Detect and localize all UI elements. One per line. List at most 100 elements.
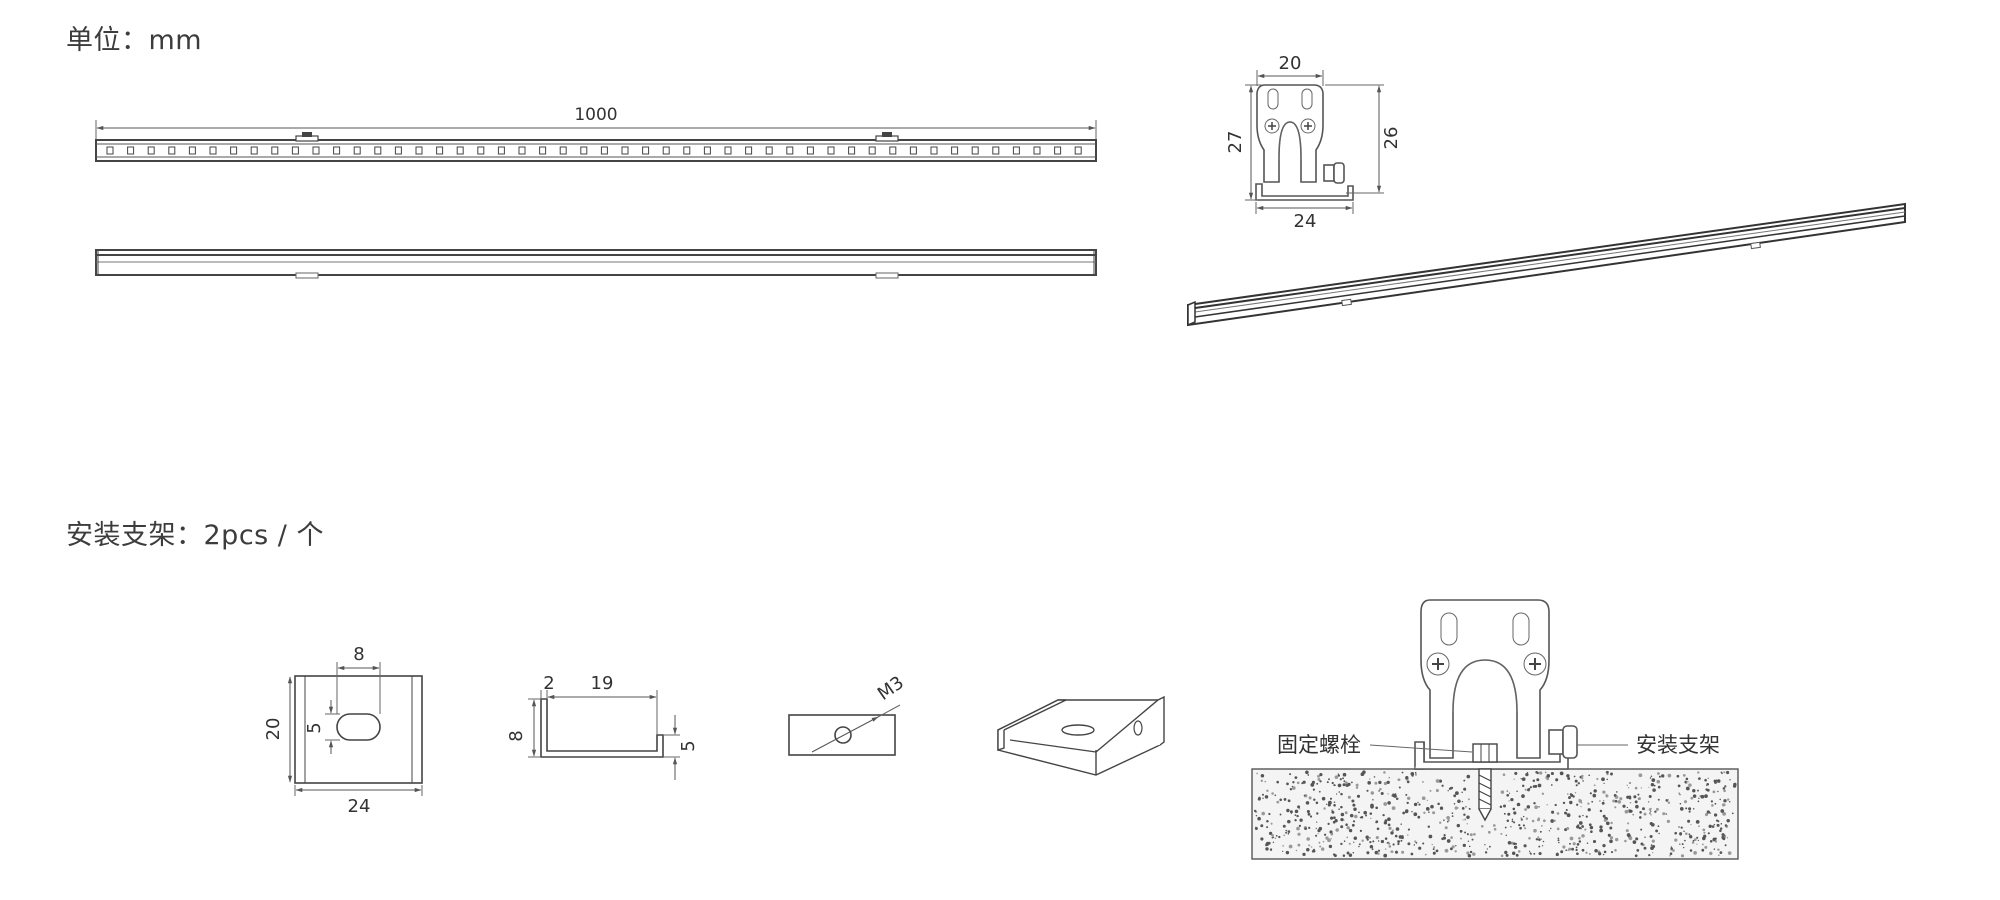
concrete-speck <box>1306 837 1310 841</box>
concrete-speck <box>1571 847 1574 851</box>
concrete-speck <box>1722 812 1726 816</box>
dim-top-width: 20 <box>1279 53 1302 74</box>
led-chip <box>106 146 114 155</box>
concrete-speck <box>1355 786 1359 789</box>
concrete-speck <box>1538 845 1541 848</box>
concrete-speck <box>1726 770 1730 775</box>
concrete-speck <box>1572 842 1576 846</box>
concrete-speck <box>1522 824 1525 827</box>
concrete-speck <box>1615 795 1618 798</box>
concrete-speck <box>1617 800 1621 804</box>
concrete-speck <box>1648 808 1652 811</box>
concrete-speck <box>1679 843 1681 845</box>
concrete-speck <box>1466 851 1470 855</box>
concrete-speck <box>1343 819 1345 821</box>
concrete-speck <box>1413 844 1416 846</box>
concrete-speck <box>1524 827 1527 830</box>
concrete-speck <box>1349 813 1354 818</box>
dim-left-height: 27 <box>1225 131 1246 154</box>
concrete-speck <box>1362 770 1366 775</box>
concrete-speck <box>1555 778 1559 782</box>
led-chip <box>683 146 691 155</box>
concrete-speck <box>1640 842 1644 846</box>
concrete-speck <box>1342 772 1347 777</box>
concrete-speck <box>1539 830 1542 833</box>
concrete-speck <box>1500 854 1504 858</box>
concrete-speck <box>1692 794 1697 798</box>
bar-body <box>95 139 1097 162</box>
concrete-speck <box>1605 821 1610 826</box>
concrete-speck <box>1679 807 1684 811</box>
concrete-speck <box>1719 798 1721 801</box>
concrete-speck <box>1587 808 1591 812</box>
concrete-speck <box>1580 801 1583 804</box>
concrete-speck <box>1714 802 1717 805</box>
concrete-speck <box>1603 782 1605 785</box>
concrete-speck <box>1697 771 1700 774</box>
concrete-speck <box>1333 801 1336 803</box>
concrete-speck <box>1384 837 1388 840</box>
concrete-speck <box>1266 826 1269 829</box>
led-chip <box>147 146 155 155</box>
concrete-speck <box>1578 826 1582 830</box>
concrete-speck <box>1707 832 1710 835</box>
concrete-speck <box>1692 789 1696 793</box>
concrete-speck <box>1369 778 1371 780</box>
concrete-speck <box>1634 786 1638 790</box>
concrete-speck <box>1709 851 1713 856</box>
concrete-speck <box>1302 852 1306 857</box>
concrete-speck <box>1643 846 1647 850</box>
concrete-speck <box>1296 781 1300 785</box>
concrete-speck <box>1609 839 1613 844</box>
concrete-speck <box>1638 797 1641 801</box>
concrete-speck <box>1375 806 1379 810</box>
concrete-speck <box>1358 811 1360 814</box>
led-chip <box>992 146 1000 155</box>
concrete-speck <box>1612 799 1616 803</box>
concrete-speck <box>1587 802 1590 805</box>
concrete-speck <box>1721 833 1725 837</box>
concrete-speck <box>1274 794 1277 797</box>
led-chip <box>168 146 176 155</box>
concrete-speck <box>1638 773 1643 778</box>
bolt-head <box>1472 743 1498 763</box>
bracket-profile <box>540 698 664 758</box>
concrete-speck <box>1330 838 1332 840</box>
concrete-speck <box>1704 813 1709 817</box>
concrete-speck <box>1418 846 1422 850</box>
concrete-speck <box>1722 787 1726 790</box>
concrete-speck <box>1519 826 1522 830</box>
concrete-speck <box>1672 849 1675 852</box>
concrete-speck <box>1270 822 1273 825</box>
concrete-speck <box>1407 842 1411 846</box>
concrete-speck <box>1667 798 1669 801</box>
concrete-speck <box>1580 777 1584 780</box>
concrete-speck <box>1468 807 1471 810</box>
concrete-speck <box>1305 801 1310 805</box>
concrete-speck <box>1392 793 1396 798</box>
concrete-speck <box>1601 777 1605 782</box>
concrete-speck <box>1711 804 1714 807</box>
led-chip <box>951 146 959 155</box>
concrete-speck <box>1603 818 1607 822</box>
concrete-speck <box>1469 850 1473 854</box>
led-chip <box>497 146 505 155</box>
concrete-speck <box>1713 779 1717 783</box>
concrete-speck <box>1625 829 1629 833</box>
side-clip-right <box>875 272 899 279</box>
concrete-speck <box>1378 790 1380 792</box>
concrete-speck <box>1674 831 1677 835</box>
concrete-speck <box>1566 774 1570 778</box>
concrete-speck <box>1335 793 1338 795</box>
concrete-speck <box>1541 824 1543 827</box>
concrete-speck <box>1461 807 1465 810</box>
concrete-speck <box>1538 851 1542 856</box>
concrete-speck <box>1567 849 1570 852</box>
concrete-speck <box>1451 812 1454 815</box>
dim-profile-left-height: 8 <box>506 730 527 741</box>
concrete-speck <box>1525 772 1529 777</box>
led-row <box>106 146 1082 155</box>
concrete-speck <box>1669 852 1673 855</box>
concrete-speck <box>1724 824 1728 827</box>
concrete-speck <box>1550 819 1555 823</box>
